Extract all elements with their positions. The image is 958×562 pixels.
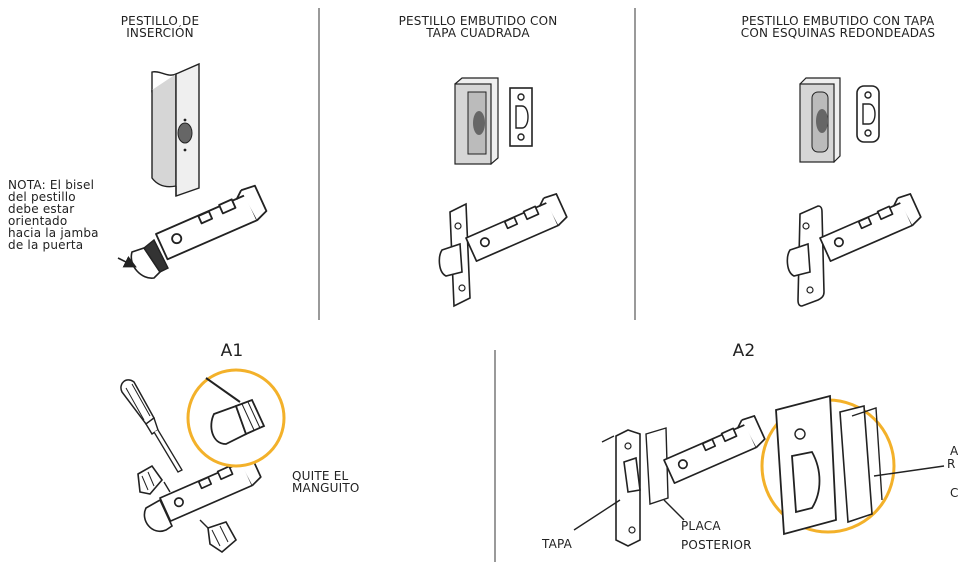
radius-latch-drawing <box>786 193 922 307</box>
step-a1-label: A1 <box>220 341 244 361</box>
cut-label-r: R <box>947 457 956 471</box>
cut-arrow <box>873 465 945 477</box>
divider-top-right <box>634 8 636 320</box>
direction-arrow <box>601 435 615 443</box>
tapa-label: TAPA <box>542 537 573 551</box>
door-edge-drawing <box>151 62 200 197</box>
sleeve-top-drawing <box>137 464 164 495</box>
step-a2-label: A2 <box>732 341 756 361</box>
tapa-arrow <box>573 499 621 531</box>
a1-latch-drawing <box>143 453 262 533</box>
a2-latch-drawing <box>615 415 766 547</box>
divider-bottom <box>494 350 496 562</box>
placa-arrow <box>663 499 685 521</box>
square-latch-drawing <box>438 193 568 308</box>
cut-label-a: A <box>950 444 958 458</box>
note-arrow <box>117 255 137 268</box>
screwdriver-drawing <box>120 379 183 473</box>
radius-mortise-drawing <box>799 77 841 164</box>
sleeve-arrow-up <box>163 481 171 493</box>
a1-zoom-circle <box>186 368 286 468</box>
drive-in-latch-drawing <box>130 184 268 279</box>
radius-faceplate-drawing <box>856 85 880 143</box>
divider-top-left <box>318 8 320 320</box>
cut-label-c: C <box>950 486 958 500</box>
sleeve-arrow-down <box>199 519 209 529</box>
square-faceplate-drawing <box>509 87 533 147</box>
bevel-note: NOTA: El bisel del pestillo debe estar o… <box>8 178 99 252</box>
square-mortise-drawing <box>454 77 499 165</box>
a2-zoom-circle <box>760 394 896 536</box>
sleeve-bottom-drawing <box>207 521 238 554</box>
